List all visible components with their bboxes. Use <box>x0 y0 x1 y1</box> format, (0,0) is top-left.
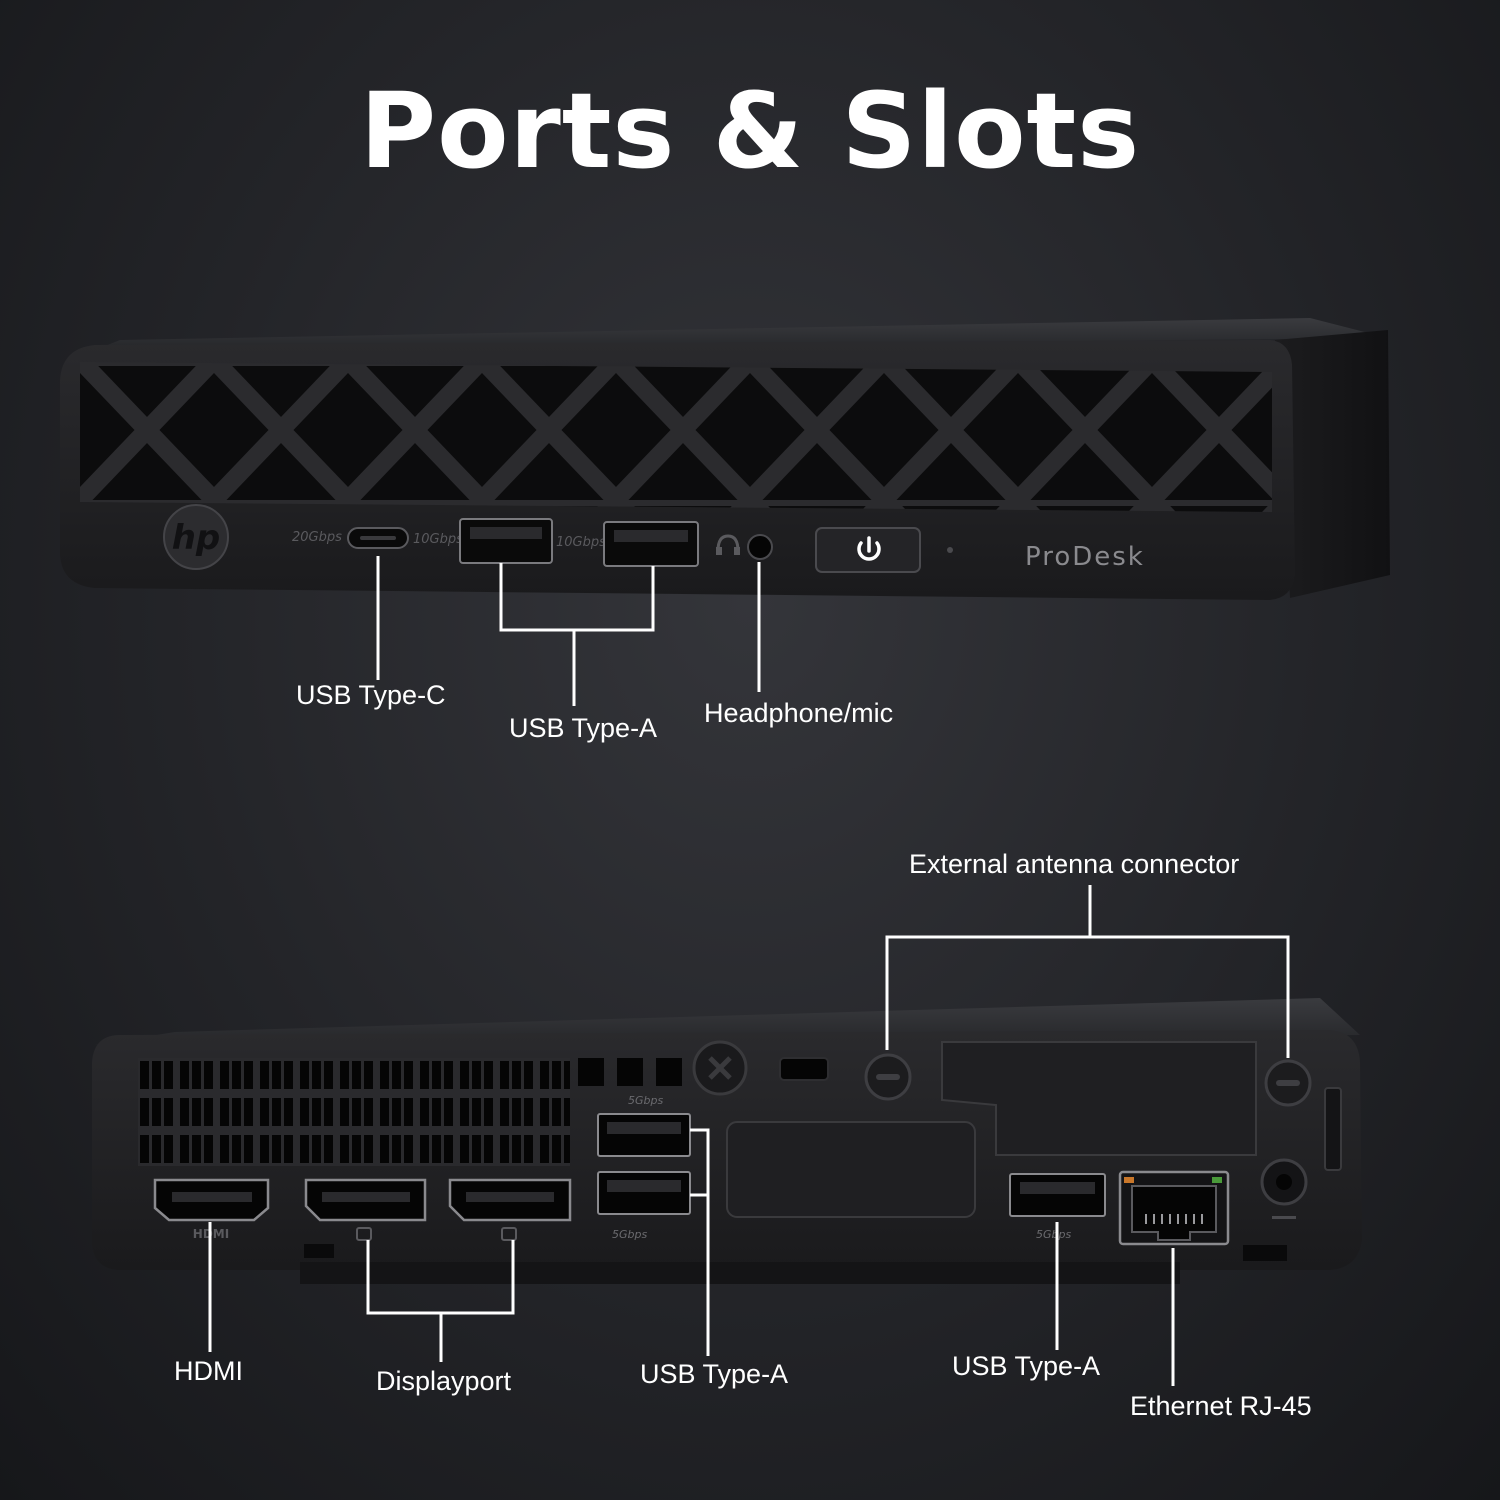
side-latch <box>1324 1087 1342 1171</box>
dp-marking <box>356 1227 372 1241</box>
displayport-label: Displayport <box>376 1366 512 1396</box>
displayport-icon <box>304 1178 427 1222</box>
power-icon <box>857 536 881 561</box>
hp-logo-text: hp <box>172 518 221 558</box>
hdmi-label: HDMI <box>174 1356 243 1386</box>
hdmi-port-icon <box>153 1178 270 1222</box>
thumbscrew <box>692 1040 748 1096</box>
rear-vent <box>138 1058 570 1166</box>
usb-a-port-icon <box>1009 1173 1106 1217</box>
front-vent <box>80 362 1272 512</box>
dp-marking <box>501 1227 517 1241</box>
rear-foot-right <box>1243 1245 1287 1261</box>
usb-a-front-label: USB Type-A <box>509 713 658 743</box>
usb-a-port-icon <box>597 1171 691 1215</box>
rear-callout-lines <box>208 885 1290 1386</box>
headphone-jack <box>747 534 773 560</box>
usb-a-rear-speed-marking-top: 5Gbps <box>628 1094 663 1107</box>
power-button <box>815 527 921 573</box>
antenna-connector-label: External antenna connector <box>909 849 1240 879</box>
usb-a-port-icon <box>597 1113 691 1157</box>
rear-unit: HDMI 5Gbps 5Gbps 5Gbps <box>92 998 1362 1284</box>
usb-a-port-icon <box>603 521 699 567</box>
usb-c-label: USB Type-C <box>296 680 446 710</box>
antenna-connector-icon <box>864 1053 912 1101</box>
front-top-face <box>95 318 1388 350</box>
usb-a-rear-speed-marking-bottom: 5Gbps <box>612 1228 647 1241</box>
ethernet-port-icon <box>1118 1170 1230 1246</box>
security-lock-slot <box>779 1057 829 1081</box>
hp-logo: hp <box>163 504 229 570</box>
rear-vent-small <box>578 1058 682 1086</box>
rear-foot-left <box>304 1244 334 1258</box>
usb-a-right-label: USB Type-A <box>952 1351 1101 1381</box>
usb-a-rear-label: USB Type-A <box>640 1359 789 1389</box>
headphone-mic-label: Headphone/mic <box>704 698 894 728</box>
ethernet-label: Ethernet RJ-45 <box>1130 1391 1312 1421</box>
usb-a-right-speed-marking: 5Gbps <box>1036 1228 1071 1241</box>
usb-a2-speed-marking: 10Gbps <box>556 535 606 550</box>
usb-a1-speed-marking: 10Gbps <box>413 532 463 547</box>
page-title: Ports & Slots <box>359 70 1141 192</box>
front-side-face <box>1275 330 1390 598</box>
expansion-cover-center <box>726 1121 976 1218</box>
usb-a-port-icon <box>459 518 553 564</box>
front-callout-lines <box>376 556 761 706</box>
antenna-callout-bracket <box>885 935 1290 1058</box>
rear-base <box>300 1262 1180 1284</box>
antenna-connector-icon <box>1264 1059 1312 1107</box>
expansion-cover-right <box>941 1041 1257 1156</box>
status-led <box>947 547 953 553</box>
headphone-icon <box>716 534 740 555</box>
usb-c-port-icon <box>347 527 409 549</box>
prodesk-model-text: ProDesk <box>1025 542 1145 572</box>
front-unit: hp 20Gbps 10Gbps 10Gbps <box>60 318 1390 600</box>
usb-c-speed-marking: 20Gbps <box>292 530 342 545</box>
dc-power-icon <box>1260 1158 1308 1219</box>
displayport-icon <box>448 1178 572 1222</box>
usb-a-front-callout-bracket <box>499 563 655 632</box>
